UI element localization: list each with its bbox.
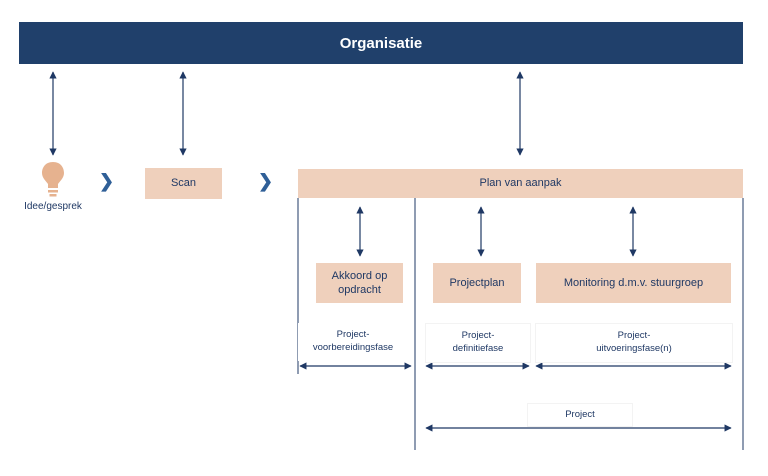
scan-label: Scan (170, 177, 197, 190)
organisatie-bar: Organisatie (19, 22, 743, 64)
phase-definitie-line1: Project- (461, 330, 495, 342)
idee-label: Idee/gesprek (24, 201, 82, 212)
monitoring-box: Monitoring d.m.v. stuurgroep (536, 263, 731, 303)
project-text: Project (565, 408, 595, 420)
chevron-right-icon: ❯ (99, 171, 115, 191)
phase-voorbereiding-line2: voorbereidingsfase (312, 342, 394, 353)
plan-label: Plan van aanpak (479, 177, 562, 190)
scan-box: Scan (145, 168, 222, 199)
projectplan-box: Projectplan (433, 263, 521, 303)
phase-definitie-label: Project- definitiefase (425, 323, 531, 363)
monitoring-label: Monitoring d.m.v. stuurgroep (563, 276, 704, 289)
organisatie-title: Organisatie (339, 34, 423, 52)
projectplan-label: Projectplan (449, 276, 505, 289)
akkoord-label: Akkoord op opdracht (331, 269, 388, 296)
phase-voorbereiding-label: Project- voorbereidingsfase (298, 323, 408, 361)
akkoord-box: Akkoord op opdracht (316, 263, 403, 303)
phase-uitvoering-line1: Project- (617, 330, 651, 342)
phase-definitie-line2: definitiefase (452, 343, 504, 354)
plan-van-aanpak-box: Plan van aanpak (298, 169, 743, 198)
phase-voorbereiding-line1: Project- (336, 329, 370, 341)
phase-uitvoering-label: Project- uitvoeringsfase(n) (535, 323, 733, 363)
phase-uitvoering-line2: uitvoeringsfase(n) (596, 343, 672, 354)
chevron-right-icon: ❯ (258, 171, 274, 191)
lightbulb-icon (42, 162, 64, 197)
project-label: Project (527, 403, 633, 427)
